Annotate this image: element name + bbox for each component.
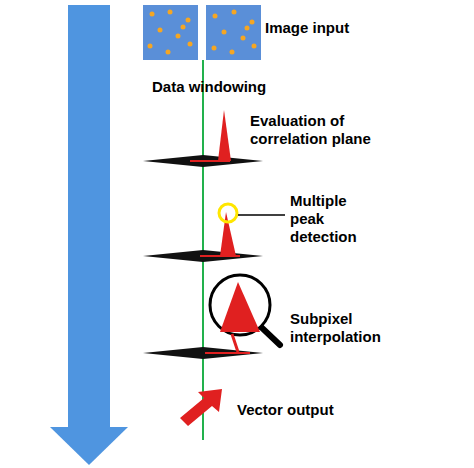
image-frame <box>143 5 198 60</box>
plane-trace <box>205 352 250 354</box>
magnified-peak <box>220 282 260 332</box>
correlation-plane <box>143 250 263 262</box>
image-frame <box>206 5 261 60</box>
peak-base <box>232 334 238 352</box>
leader-line <box>238 214 285 216</box>
magnifier-handle <box>260 326 280 345</box>
step-label: Data windowing <box>152 78 332 96</box>
vector-arrow <box>180 389 222 426</box>
step-label: Image input <box>265 19 445 37</box>
correlation-plane <box>143 347 263 359</box>
flow-arrow-head <box>50 427 128 465</box>
magnifier-lens <box>210 275 270 335</box>
step-label: Vector output <box>237 401 417 419</box>
flow-arrow-shaft <box>68 5 110 428</box>
step-label: Multiple peak detection <box>290 192 372 246</box>
correlation-peak <box>218 110 231 161</box>
particle-dots <box>148 10 257 55</box>
peak-marker <box>219 204 237 222</box>
step-label: Subpixel interpolation <box>290 310 395 346</box>
step-label: Evaluation of correlation plane <box>250 112 400 148</box>
correlation-plane <box>143 155 263 167</box>
